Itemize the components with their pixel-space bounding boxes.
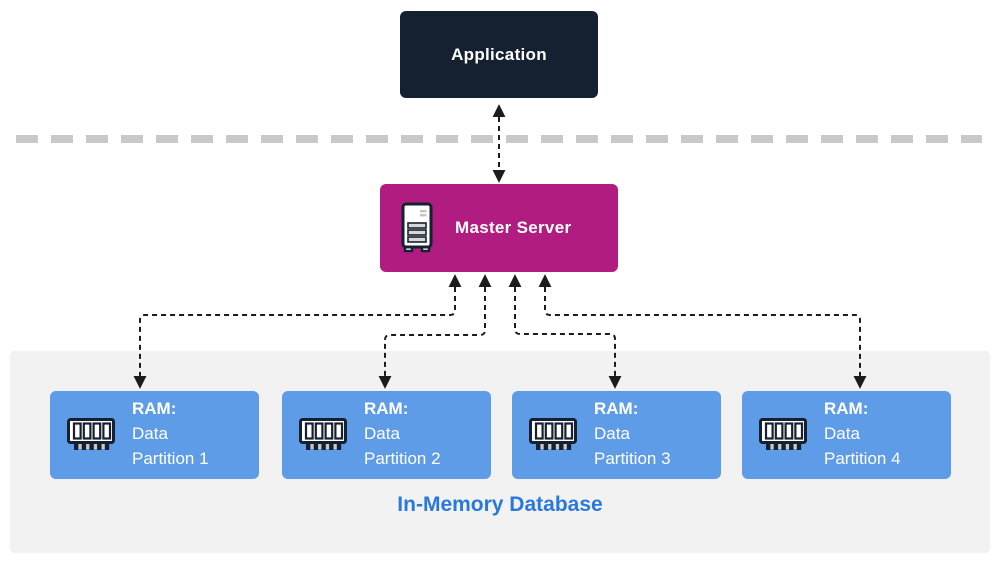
- ram-chip-icon: [759, 418, 807, 453]
- partition-line2: Partition 3: [594, 449, 671, 468]
- application-node: Application: [400, 11, 598, 98]
- partition-line2: Partition 2: [364, 449, 441, 468]
- ram-partition-2-node: RAM: Data Partition 2: [282, 391, 491, 479]
- server-tower-icon: [401, 202, 433, 254]
- partition-line1: Data: [824, 424, 860, 443]
- ram-chip-icon: [299, 418, 347, 453]
- ram-partition-1-node: RAM: Data Partition 1: [50, 391, 259, 479]
- partition-line1: Data: [132, 424, 168, 443]
- master-server-label: Master Server: [455, 218, 572, 237]
- ram-chip-icon: [529, 418, 577, 453]
- ram-partition-4-node: RAM: Data Partition 4: [742, 391, 951, 479]
- partition-line2: Partition 1: [132, 449, 209, 468]
- master-server-node: Master Server: [380, 184, 618, 272]
- partition-ram-label: RAM:: [364, 399, 409, 418]
- ram-chip-icon: [67, 418, 115, 453]
- ram-partition-3-node: RAM: Data Partition 3: [512, 391, 721, 479]
- partition-ram-label: RAM:: [824, 399, 869, 418]
- tier-separator-dashed-line: [16, 135, 982, 143]
- application-label: Application: [451, 44, 547, 64]
- partition-ram-label: RAM:: [594, 399, 639, 418]
- partition-line1: Data: [364, 424, 400, 443]
- partition-line2: Partition 4: [824, 449, 901, 468]
- partition-line1: Data: [594, 424, 630, 443]
- partition-ram-label: RAM:: [132, 399, 177, 418]
- in-memory-database-label: In-Memory Database: [397, 493, 603, 516]
